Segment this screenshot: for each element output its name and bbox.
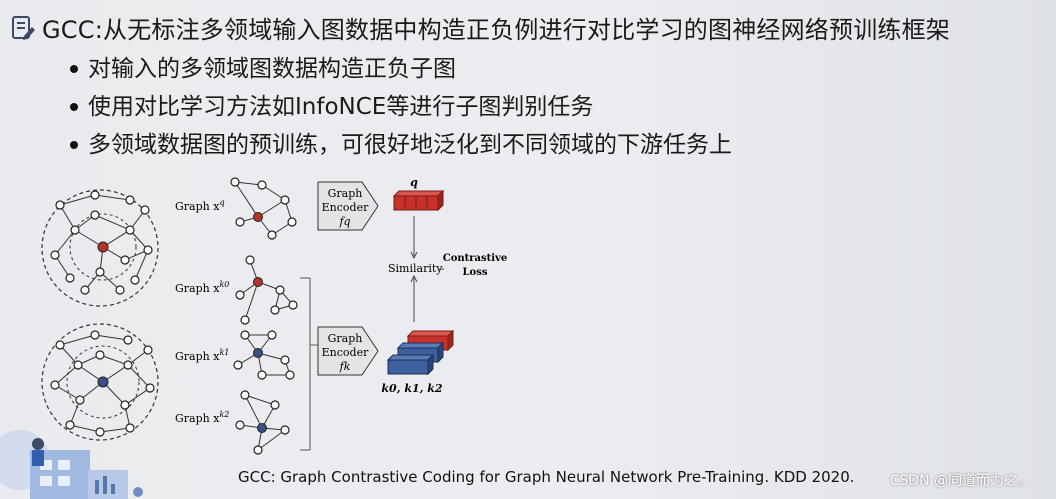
bullet-item: 多领域数据图的预训练，可很好地泛化到不同领域的下游任务上: [70, 126, 732, 164]
slide-title: GCC:从无标注多领域输入图数据中构造正负例进行对比学习的图神经网络预训练框架: [42, 16, 950, 44]
svg-text:fk: fk: [339, 360, 351, 373]
bullet-text: 多领域数据图的预训练，可很好地泛化到不同领域的下游任务上: [88, 132, 732, 158]
keys-bracket: [300, 277, 311, 451]
input-graph-2: [41, 323, 159, 441]
bullet-dot: [70, 141, 78, 149]
graph-k0-label: Graph xk0: [175, 280, 229, 295]
similarity-label: Similarity: [388, 262, 443, 275]
input-graph-1: [41, 189, 159, 307]
encoder-k: Graph Encoder fk: [317, 326, 379, 376]
svg-text:Graph: Graph: [328, 332, 363, 345]
subgraph-q: [230, 177, 297, 240]
encoder-q: Graph Encoder fq: [317, 181, 379, 231]
graph-k1-label: Graph xk1: [175, 348, 229, 363]
gcc-framework-diagram: Graph xq Graph xk0 Graph xk1 Graph xk2: [41, 176, 508, 455]
bullet-text: 对输入的多领域图数据构造正负子图: [88, 56, 456, 82]
bullet-text: 使用对比学习方法如InfoNCE等进行子图判别任务: [88, 94, 594, 120]
subgraph-k1: [233, 330, 295, 380]
bullet-dot: [70, 65, 78, 73]
slide-title-row: GCC:从无标注多领域输入图数据中构造正负例进行对比学习的图神经网络预训练框架: [10, 10, 950, 45]
graph-k2-label: Graph xk2: [175, 410, 229, 425]
figure-caption: GCC: Graph Contrastive Coding for Graph …: [238, 468, 855, 486]
svg-text:Graph: Graph: [328, 187, 363, 200]
bullet-list: 对输入的多领域图数据构造正负子图 使用对比学习方法如InfoNCE等进行子图判别…: [70, 50, 732, 164]
notes-icon: [12, 15, 35, 40]
q-embedding-label: q: [410, 176, 418, 189]
decorative-illustration: [0, 430, 143, 499]
bullet-dot: [70, 103, 78, 111]
contrastive-label: Contrastive: [443, 253, 508, 264]
bullet-item: 使用对比学习方法如InfoNCE等进行子图判别任务: [70, 88, 732, 126]
q-embedding: [392, 189, 445, 212]
loss-label: Loss: [463, 267, 488, 278]
subgraph-k0: [235, 255, 298, 325]
svg-text:Encoder: Encoder: [322, 346, 369, 359]
svg-text:Encoder: Encoder: [322, 201, 369, 214]
svg-text:fq: fq: [338, 215, 350, 228]
graph-q-label: Graph xq: [175, 198, 225, 213]
k-embeddings: [386, 329, 455, 376]
k-embedding-label: k0, k1, k2: [381, 382, 442, 395]
watermark: CSDN @同道而为之。: [889, 473, 1032, 489]
bullet-item: 对输入的多领域图数据构造正负子图: [70, 50, 732, 88]
subgraph-k2: [235, 390, 290, 455]
